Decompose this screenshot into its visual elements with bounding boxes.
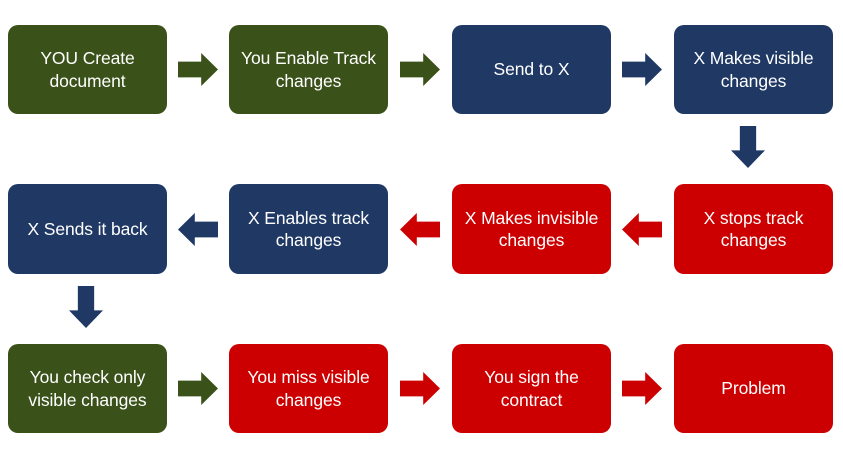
arrow-left-icon bbox=[178, 213, 218, 246]
flow-node-label: You Enable Track changes bbox=[241, 48, 376, 91]
flow-node-label: Send to X bbox=[493, 59, 570, 80]
flow-node-n8[interactable]: X Sends it back bbox=[8, 184, 167, 274]
flow-node-label: X Makes visible changes bbox=[693, 48, 814, 91]
arrow-down-icon bbox=[731, 126, 765, 168]
flow-node-n12[interactable]: Problem bbox=[674, 344, 833, 433]
flow-node-n11[interactable]: You sign the contract bbox=[452, 344, 611, 433]
arrow-right-icon bbox=[400, 372, 440, 405]
arrow-left-icon bbox=[622, 213, 662, 246]
arrow-right-icon bbox=[178, 53, 218, 86]
flow-node-n1[interactable]: YOU Create document bbox=[8, 25, 167, 114]
arrow-right-icon bbox=[622, 53, 662, 86]
flow-node-label: You sign the contract bbox=[484, 367, 579, 410]
arrow-right-icon bbox=[178, 372, 218, 405]
arrow-right-icon bbox=[400, 53, 440, 86]
arrow-right-icon bbox=[622, 372, 662, 405]
flow-node-label: X stops track changes bbox=[703, 207, 804, 250]
flow-node-n9[interactable]: You check only visible changes bbox=[8, 344, 167, 433]
flow-node-label: YOU Create document bbox=[40, 48, 135, 91]
flow-node-n10[interactable]: You miss visible changes bbox=[229, 344, 388, 433]
flow-node-label: Problem bbox=[721, 378, 786, 399]
flow-node-label: You check only visible changes bbox=[28, 367, 147, 410]
arrow-left-icon bbox=[400, 213, 440, 246]
flow-node-n7[interactable]: X Enables track changes bbox=[229, 184, 388, 274]
flow-node-label: X Enables track changes bbox=[247, 207, 370, 250]
flow-node-label: X Sends it back bbox=[27, 218, 148, 239]
flow-node-label: X Makes invisible changes bbox=[464, 207, 599, 250]
flow-node-n6[interactable]: X Makes invisible changes bbox=[452, 184, 611, 274]
flow-node-n2[interactable]: You Enable Track changes bbox=[229, 25, 388, 114]
flow-node-label: You miss visible changes bbox=[247, 367, 370, 410]
arrow-down-icon bbox=[69, 286, 103, 328]
flow-node-n3[interactable]: Send to X bbox=[452, 25, 611, 114]
flow-node-n5[interactable]: X stops track changes bbox=[674, 184, 833, 274]
flow-node-n4[interactable]: X Makes visible changes bbox=[674, 25, 833, 114]
